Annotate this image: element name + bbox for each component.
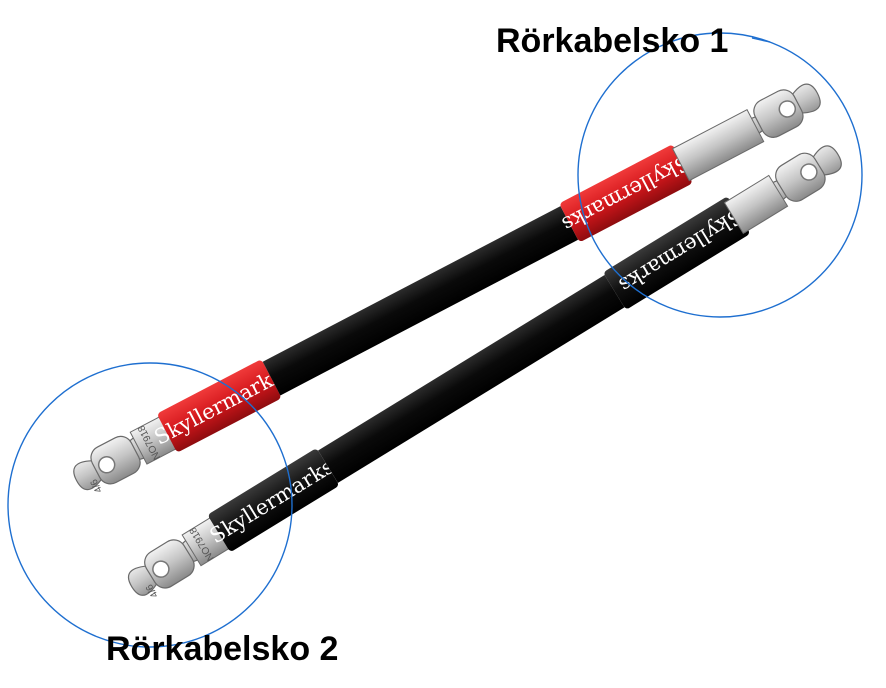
cable-1-right-lug-hole [778,100,797,118]
cable-2: NO7918 4/6 Skyllermarks Skyllermarks [127,145,842,600]
callout-2-label: Rörkabelsko 2 [106,630,339,668]
cable-1-body [262,206,579,396]
cable-1-left-lug: NO7918 4/6 [73,415,178,494]
callout-1-circle [577,32,863,318]
cable-1-right-red-sleeve [560,145,692,242]
cable-1: NO7918 4/6 Skyllermarks Skyllermarks [73,83,821,494]
cable-1-left-lug-hole [97,456,116,474]
cable-2-right-lug-hole [800,163,818,181]
cable-1-left-red-sleeve [158,360,281,452]
cable-2-right-black-sleeve [604,197,749,309]
cable-2-right-brand: Skyllermarks [615,203,748,297]
callout-1 [577,32,863,318]
cable-2-left-lug-hole [152,560,170,578]
callout-2-circle [7,362,293,648]
cable-2-body [318,274,625,483]
callout-1-label: Rörkabelsko 1 [496,22,729,60]
cable-1-right-lug [671,83,821,182]
callout-2 [7,362,293,648]
cable-2-left-brand: Skyllermarks [205,454,338,548]
callout-1-leader [751,37,771,43]
cable-2-left-lug: NO7918 4/6 [127,516,231,600]
cable-2-right-lug [723,145,842,235]
cable-1-left-brand: Skyllermarks [150,363,286,450]
cable-2-left-black-sleeve [208,449,338,551]
